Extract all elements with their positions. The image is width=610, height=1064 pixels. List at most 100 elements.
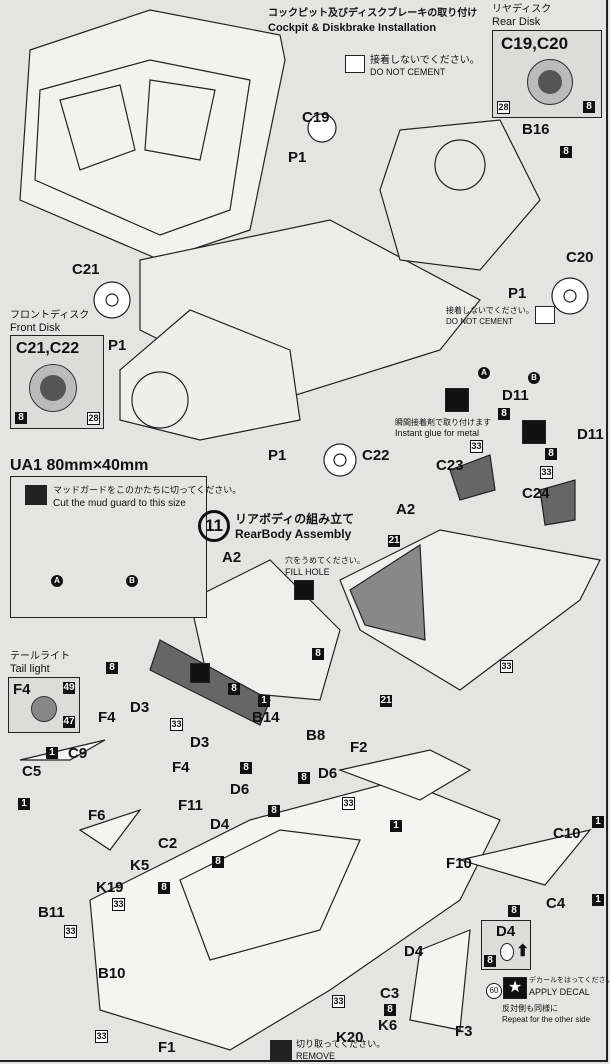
color-badge: 8 (212, 856, 224, 868)
color-badge: 8 (268, 805, 280, 817)
color-badge: 33 (95, 1030, 108, 1043)
mud-guard-title: UA1 80mm×40mm (10, 457, 149, 474)
no-cement-icon (345, 55, 365, 73)
fill-hole-icon (190, 663, 210, 683)
part-label: P1 (508, 285, 527, 302)
color-badge: 8 (158, 882, 170, 894)
color-badge: 8 (498, 408, 510, 420)
mud-guard-a-marker: A (478, 367, 490, 379)
color-badge: 47 (63, 716, 75, 728)
color-badge: 8 (312, 648, 324, 660)
part-label: C23 (436, 457, 464, 474)
color-badge: 33 (64, 925, 77, 938)
fill-hole-jp: 穴をうめてください。 (285, 556, 365, 565)
remove-en: REMOVE (296, 1051, 336, 1061)
part-label: F3 (455, 1023, 473, 1040)
fill-hole-icon (294, 580, 314, 600)
part-label: D3 (190, 734, 210, 751)
part-label: C21 (72, 261, 100, 278)
front-disk-parts: C21,C22 (16, 340, 80, 357)
d4-detail-part: D4 (496, 923, 516, 940)
repeat-en: Repeat for the other side (502, 1015, 591, 1024)
part-label: D4 (404, 943, 424, 960)
part-label: D3 (130, 699, 150, 716)
color-badge: 8 (545, 448, 557, 460)
part-label: F10 (446, 855, 472, 872)
part-label: C9 (68, 745, 88, 762)
instant-glue-icon (445, 388, 469, 412)
part-label: C10 (553, 825, 581, 842)
color-badge: 28 (497, 101, 510, 114)
color-badge: 1 (390, 820, 402, 832)
mud-guard-b-marker: B (528, 372, 540, 384)
up-arrow-icon: ⬆ (516, 943, 530, 960)
d4-detail-box: D4 ⬆ 8 (481, 920, 531, 970)
step-title-jp: リアボディの組み立て (235, 512, 355, 526)
part-label: C5 (22, 763, 42, 780)
mud-guard-note-jp: マッドガードをこのかたちに切ってください。 (53, 485, 242, 495)
color-badge: 33 (342, 797, 355, 810)
color-badge: 49 (63, 682, 75, 694)
mud-guard-a: A (51, 575, 63, 587)
color-badge: 1 (46, 747, 58, 759)
tail-light-title-jp: テールライト (10, 651, 70, 662)
decal-number: 60 (486, 983, 502, 999)
color-badge: 8 (560, 146, 572, 158)
part-label: D4 (210, 816, 230, 833)
part-label: B10 (98, 965, 126, 982)
part-label: K5 (130, 857, 150, 874)
cut-icon (25, 485, 47, 505)
part-label: B16 (522, 121, 550, 138)
part-label: P1 (268, 447, 287, 464)
mud-guard-note-en: Cut the mud guard to this size (53, 498, 186, 509)
color-badge: 21 (388, 535, 400, 547)
do-not-cement-en: DO NOT CEMENT (446, 317, 513, 326)
color-badge: 8 (15, 412, 27, 424)
decal-star-icon: ★ (503, 977, 527, 999)
do-not-cement-jp: 接着しないでください。 (370, 55, 480, 66)
color-badge: 8 (298, 772, 310, 784)
mud-guard-b: B (126, 575, 138, 587)
apply-decal-en: APPLY DECAL (529, 987, 590, 997)
part-label: K6 (378, 1017, 398, 1034)
color-badge: 8 (106, 662, 118, 674)
mud-guard-box: マッドガードをこのかたちに切ってください。 Cut the mud guard … (10, 476, 241, 618)
fill-hole-en: FILL HOLE (285, 567, 330, 577)
part-label: F4 (98, 709, 116, 726)
header-title-en: Cockpit & Diskbrake Installation (268, 22, 437, 34)
part-label: B8 (306, 727, 326, 744)
part-label: C22 (362, 447, 390, 464)
apply-decal-jp: デカールをはってください。 (529, 977, 610, 984)
part-label: D11 (577, 426, 604, 443)
color-badge: 33 (170, 718, 183, 731)
instant-glue-icon (522, 420, 546, 444)
color-badge: 1 (592, 894, 604, 906)
front-disk-title-jp: フロントディスク (10, 310, 90, 321)
part-label: P1 (108, 337, 127, 354)
rear-disk-box: C19,C20 28 8 (492, 30, 602, 118)
header-title-jp: コックピット及びディスクブレーキの取り付け (268, 8, 478, 19)
rear-disk-parts: C19,C20 (501, 34, 569, 53)
repeat-jp: 反対側も同様に (502, 1004, 558, 1013)
color-badge: 8 (240, 762, 252, 774)
part-label: F11 (178, 797, 204, 814)
color-badge: 33 (500, 660, 513, 673)
remove-jp: 切り取ってください。 (296, 1039, 386, 1049)
d4-drawing (500, 943, 514, 961)
part-label: D6 (230, 781, 250, 798)
do-not-cement-en: DO NOT CEMENT (370, 67, 446, 77)
no-cement-icon (535, 306, 555, 324)
part-label: C20 (566, 249, 594, 266)
instant-glue-en: Instant glue for metal (395, 428, 480, 438)
part-label: C19 (302, 109, 330, 126)
color-badge: 1 (592, 816, 604, 828)
color-badge: 1 (18, 798, 30, 810)
front-disk-box: C21,C22 8 28 (10, 335, 104, 429)
color-badge: 8 (484, 955, 496, 967)
do-not-cement-jp: 接着しないでください。 (446, 306, 534, 315)
tail-light-part: F4 (13, 681, 31, 698)
rear-disk-title-jp: リヤディスク (492, 4, 552, 15)
color-badge: 8 (228, 683, 240, 695)
color-badge: 21 (380, 695, 392, 707)
